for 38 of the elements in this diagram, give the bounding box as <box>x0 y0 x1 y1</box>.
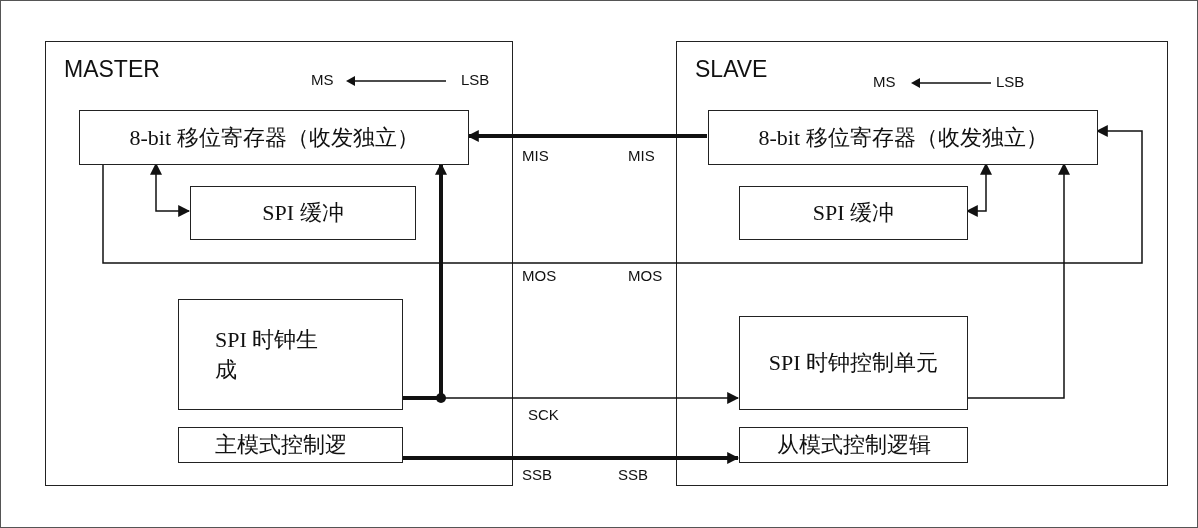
arrow <box>965 162 992 217</box>
process-box <box>178 427 403 463</box>
signal-label: LSB <box>996 73 1025 90</box>
process-box <box>739 186 968 240</box>
box-label: SPI 缓冲 <box>262 199 344 228</box>
signal-label: MOS <box>522 267 557 284</box>
process-box <box>708 110 1098 165</box>
box-label: SPI 时钟生成 <box>215 325 320 384</box>
signal-label: MIS <box>628 147 655 164</box>
signal-label: MIS <box>522 147 549 164</box>
box-label: 主模式控制逻 <box>215 431 347 460</box>
signal-label: SSB <box>618 466 648 483</box>
signal-label: SCK <box>528 406 559 423</box>
box-label: SPI 时钟控制单元 <box>768 349 939 378</box>
process-box <box>190 186 416 240</box>
arrow <box>966 162 1070 399</box>
process-box <box>739 427 968 463</box>
signal-label: SSB <box>522 466 552 483</box>
box-label: 8-bit 移位寄存器（收发独立） <box>758 123 1048 152</box>
arrow <box>402 452 740 464</box>
box-label: SPI 缓冲 <box>812 199 895 228</box>
process-box <box>739 316 968 410</box>
signal-label: MS <box>873 73 896 90</box>
container-box <box>45 41 513 486</box>
arrow <box>402 162 447 400</box>
box-label: 从模式控制逻辑 <box>776 431 931 460</box>
process-box <box>79 110 469 165</box>
container-title: SLAVE <box>695 56 768 83</box>
arrow <box>466 130 707 142</box>
box-label: 8-bit 移位寄存器（收发独立） <box>129 123 419 152</box>
signal-label: MOS <box>628 267 663 284</box>
arrow <box>102 125 1143 264</box>
container-box <box>676 41 1168 486</box>
signal-label: MS <box>311 71 334 88</box>
signal-label: LSB <box>461 71 490 88</box>
process-box <box>178 299 403 410</box>
container-title: MASTER <box>64 56 160 83</box>
arrow <box>150 162 191 217</box>
